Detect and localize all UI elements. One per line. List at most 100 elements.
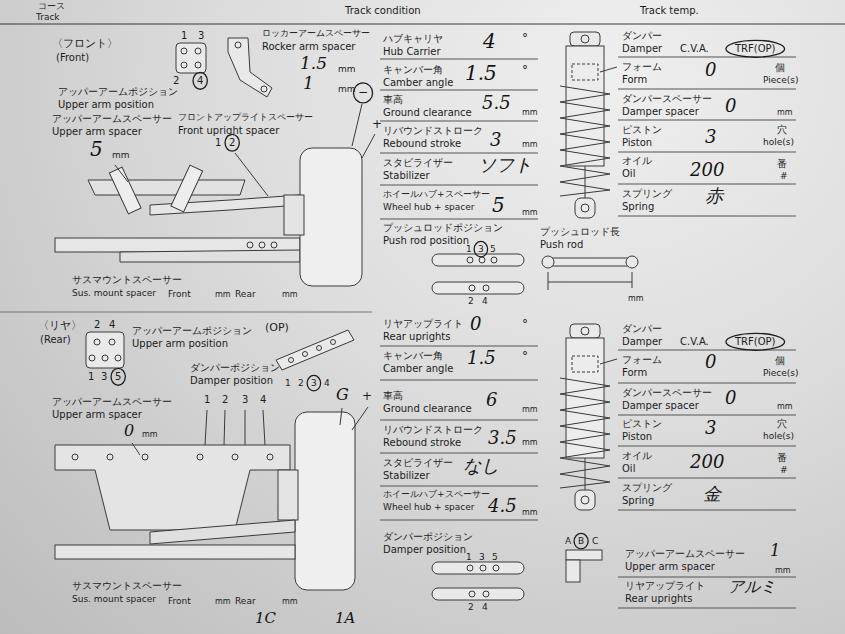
- form-label: (OP): [265, 322, 289, 335]
- tire: [295, 412, 355, 590]
- hole: [235, 42, 241, 48]
- damper-end: [575, 490, 595, 510]
- form-label: mm: [338, 84, 356, 94]
- handwritten-circles: [111, 40, 785, 549]
- form-label: +: [372, 118, 382, 132]
- hub: [278, 470, 298, 520]
- form-label: Rebound stroke: [383, 138, 461, 150]
- form-label: Spring: [622, 495, 654, 507]
- damper-plate: [276, 330, 354, 370]
- hole: [331, 340, 336, 345]
- hand-circle: [111, 368, 125, 385]
- hole: [493, 565, 499, 571]
- form-label: 1: [466, 244, 472, 254]
- field-rule: [618, 216, 796, 217]
- form-label: °: [522, 318, 528, 332]
- form-label: 1: [181, 30, 187, 42]
- form-label: ロッカーアームスペーサー: [262, 28, 370, 38]
- field-rule: [380, 153, 538, 154]
- form-label: 2: [173, 75, 179, 87]
- form-label: Push rod position: [383, 235, 469, 247]
- handwritten-value: 3: [490, 130, 501, 151]
- hand-circle: [574, 533, 588, 548]
- form-label: ダンパー: [622, 323, 662, 335]
- damper-drawing: [560, 324, 617, 510]
- form-label: Track temp.: [640, 5, 699, 17]
- section-rule: [0, 312, 372, 313]
- form-label: コース: [38, 1, 65, 11]
- form-label: 4: [109, 319, 115, 331]
- handwritten-value: 6: [486, 390, 497, 411]
- form-label: °: [522, 64, 528, 78]
- form-label: ハブキャリヤ: [383, 33, 443, 45]
- form-label: 4: [482, 602, 488, 612]
- form-label: 個: [775, 62, 785, 74]
- form-label: Track condition: [345, 5, 421, 17]
- form-label: Rear: [235, 596, 256, 606]
- damper-end: [575, 198, 595, 218]
- handwritten-value: 0: [470, 314, 481, 335]
- form-label: C: [592, 536, 598, 546]
- lower-arm: [150, 520, 295, 544]
- form-label: 穴: [777, 418, 787, 430]
- hub: [284, 195, 304, 235]
- form-label: mm: [522, 438, 538, 447]
- damper-drawing: [560, 32, 617, 218]
- form-label: mm: [338, 64, 356, 74]
- form-label: Track: [36, 12, 60, 22]
- handwritten-value: 1.5: [465, 62, 497, 85]
- form-label: 1: [466, 552, 472, 562]
- form-label: リヤアップライト: [383, 318, 463, 330]
- damper-shaft: [585, 458, 586, 490]
- form-label: #: [780, 171, 788, 181]
- hand-circle: [307, 375, 320, 390]
- hole: [181, 62, 187, 68]
- form-label: mm: [215, 597, 231, 606]
- form-label: Camber angle: [383, 77, 453, 89]
- handwritten-value: 4: [483, 30, 496, 53]
- form-label: Rebound stroke: [383, 437, 461, 449]
- field-rule: [618, 89, 796, 90]
- hole: [72, 454, 78, 460]
- form-label: Sus. mount spacer: [72, 594, 156, 604]
- form-label: 2: [94, 319, 100, 331]
- form-label: mm: [522, 508, 538, 517]
- field-rule: [618, 120, 796, 121]
- form-label: Front: [168, 596, 191, 606]
- handwritten-value: 0: [725, 388, 736, 409]
- hole-plate: [176, 43, 206, 73]
- handwritten-value: 3.5: [488, 428, 517, 449]
- form-label: Spring: [622, 201, 654, 213]
- leader-line: [362, 134, 375, 158]
- form-label: ダンパースペーサー: [622, 93, 712, 105]
- shock-tower: [88, 180, 245, 195]
- form-label: Upper arm position: [58, 99, 154, 111]
- hand-circle: [474, 241, 487, 256]
- form-label: サスマウントスペーサー: [72, 580, 182, 592]
- form-label: 1: [215, 137, 221, 149]
- damper-eye: [581, 35, 589, 43]
- field-rule: [618, 383, 796, 384]
- form-label: アッパーアームポジション: [132, 325, 252, 337]
- handwritten-value: 赤: [705, 186, 723, 207]
- form-label: B: [578, 536, 584, 546]
- form-label: 5: [492, 552, 498, 562]
- hole: [232, 454, 238, 460]
- hole: [247, 242, 253, 248]
- leader-line: [235, 153, 268, 196]
- form-label: Wheel hub + spacer: [383, 202, 475, 212]
- form-label: ダンパーポジション: [383, 531, 473, 543]
- form-label: mm: [628, 294, 644, 303]
- form-label: 車高: [383, 390, 403, 402]
- form-label: (Front): [56, 52, 89, 64]
- leader-line: [352, 407, 368, 430]
- form-label: mm: [112, 150, 130, 160]
- form-label: 〈フロント〉: [52, 38, 118, 51]
- hole: [89, 355, 95, 361]
- form-label: Stabilizer: [383, 170, 430, 182]
- form-label: C.V.A.: [680, 336, 709, 348]
- handwritten-value: G: [336, 386, 349, 404]
- form-label: TRF(OP): [735, 336, 776, 348]
- field-rule: [380, 121, 538, 122]
- form-label: ホイールハブ+スペーサー: [383, 189, 490, 199]
